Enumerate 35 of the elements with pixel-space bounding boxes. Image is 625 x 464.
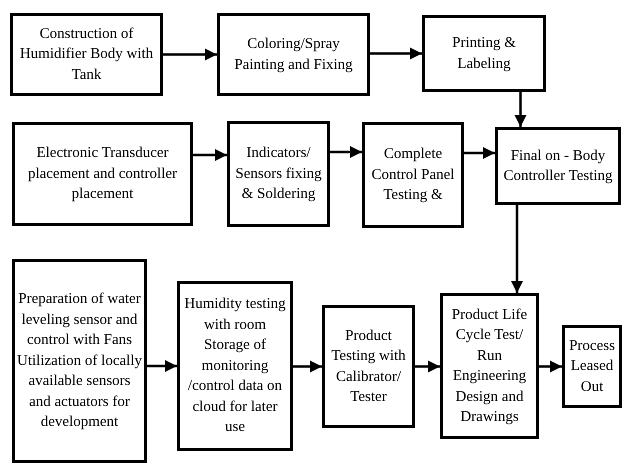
arrow	[370, 48, 422, 60]
process-box	[12, 122, 193, 226]
step-text: Humidity testing with room Storage of monitoring /control data on cloud for later use	[183, 295, 287, 438]
arrow	[415, 360, 440, 372]
arrow	[293, 360, 322, 372]
process-box	[440, 293, 539, 439]
step-text: Process Leased Out	[568, 336, 616, 397]
process-box	[495, 127, 621, 205]
step-text: Construction of Humidifier Body with Tank	[18, 24, 154, 85]
step-text: Complete Control Panel Testing &	[370, 145, 456, 206]
arrow	[511, 205, 523, 293]
step-text: Coloring/Spray Painting and Fixing	[233, 35, 354, 74]
process-box	[217, 13, 370, 96]
step-text: Product Testing with Calibrator/ Tester	[330, 326, 407, 407]
process-box	[12, 259, 147, 463]
process-box	[227, 121, 330, 227]
step-text: Product Life Cycle Test/ Run Engineering Design and Drawings	[450, 306, 528, 427]
arrow	[330, 146, 362, 158]
process-box	[322, 305, 415, 428]
process-box	[10, 13, 163, 96]
arrow	[193, 149, 227, 161]
process-box	[562, 325, 622, 408]
arrow	[514, 92, 526, 127]
arrow	[539, 360, 562, 372]
step-text: Printing & Labeling	[451, 34, 517, 74]
process-box	[362, 122, 464, 228]
step-text: Electronic Transducer placement and controller placement	[26, 144, 178, 204]
arrow	[147, 360, 177, 372]
step-text: Final on - Body Controller Testing	[502, 146, 614, 186]
process-box	[177, 281, 293, 451]
step-text: Indicators/ Sensors fixing & Soldering	[234, 144, 323, 204]
step-text: Preparation of water leveling sensor and control with Fans Utilization of locally available sensors and actuators for development	[16, 290, 143, 432]
arrow	[464, 147, 495, 159]
process-box	[422, 15, 546, 92]
arrow	[163, 48, 217, 60]
